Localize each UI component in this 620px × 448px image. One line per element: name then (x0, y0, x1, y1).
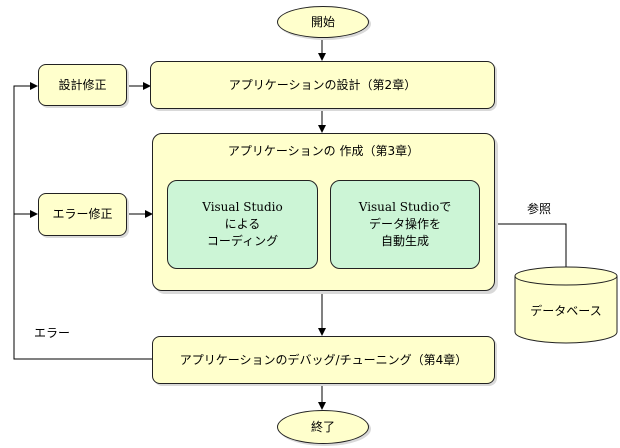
create-panel-title: アプリケーションの 作成（第3章） (227, 144, 420, 158)
vs-autogen-box: Visual Studioで データ操作を 自動生成 (330, 180, 480, 269)
end-label: 終了 (310, 419, 335, 434)
arrow-database-to-autogen (479, 220, 567, 268)
error-fix-label: エラー修正 (52, 207, 113, 221)
start-label: 開始 (310, 14, 335, 29)
database-label: データベース (530, 304, 602, 318)
database-cylinder: データベース (514, 266, 618, 346)
error-loop-line (13, 82, 152, 360)
database-icon (514, 266, 618, 344)
design-step: アプリケーションの設計（第2章） (150, 61, 495, 109)
design-step-label: アプリケーションの設計（第2章） (228, 77, 417, 92)
vs-coding-box: Visual Studio による コーディング (167, 180, 318, 269)
debug-step: アプリケーションのデバッグ/チューニング（第4章） (152, 336, 495, 384)
end-terminal: 終了 (277, 410, 369, 444)
error-fix-step: エラー修正 (38, 193, 127, 236)
error-label: エラー (34, 326, 71, 340)
design-fix-label: 設計修正 (58, 77, 107, 92)
vs-coding-label: Visual Studio による コーディング (202, 200, 283, 248)
start-terminal: 開始 (277, 6, 369, 38)
vs-autogen-label: Visual Studioで データ操作を 自動生成 (358, 200, 452, 248)
reference-label: 参照 (527, 202, 552, 216)
debug-step-label: アプリケーションのデバッグ/チューニング（第4章） (179, 352, 468, 367)
design-fix-step: 設計修正 (38, 64, 127, 106)
